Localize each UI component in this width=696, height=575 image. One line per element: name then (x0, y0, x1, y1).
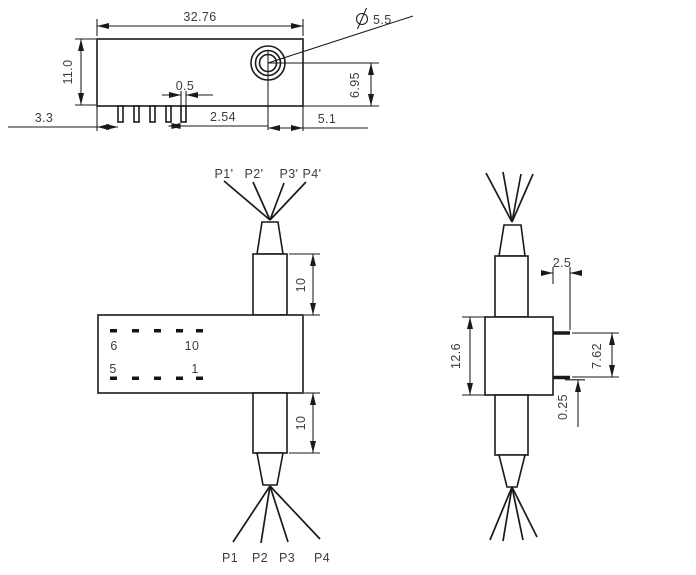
port-label: P3 (279, 551, 295, 565)
dim-pin-length: 2.5 (541, 256, 582, 330)
dim-pin-pitch: 2.54 (168, 110, 268, 129)
side-body-outline (484, 316, 554, 396)
dim-collimator-to-edge: 5.1 (268, 106, 368, 131)
dim-body-length: 32.76 (96, 10, 304, 36)
svg-text:10: 10 (294, 278, 308, 293)
pin (117, 105, 124, 123)
plan-view: P1' P2' P3' P4' 6 10 5 1 (97, 167, 330, 565)
dim-pin-width: 0.5 (162, 79, 213, 106)
svg-text:2.5: 2.5 (553, 256, 572, 270)
front-view: 5.5 32.76 11.0 3.3 0. (8, 7, 414, 131)
upper-tube-side (494, 255, 529, 318)
svg-text:0.5: 0.5 (176, 79, 195, 93)
pin-number: 6 (110, 339, 117, 353)
port-label: P1' (215, 167, 234, 181)
pin (165, 105, 172, 123)
upper-fiber-fan-side (485, 171, 534, 223)
dim-collimator-diameter: 5.5 (373, 13, 392, 27)
dim-tube-upper: 10 (289, 253, 320, 316)
lower-tube (252, 392, 288, 454)
svg-text:11.0: 11.0 (61, 59, 75, 84)
side-view: 2.5 12.6 7.62 0.25 (449, 171, 619, 542)
svg-text:7.62: 7.62 (590, 343, 604, 369)
dim-pin-edge-offset: 3.3 (8, 106, 118, 131)
pin (133, 105, 140, 123)
port-label: P3' (280, 167, 299, 181)
dim-pin-row-spacing: 7.62 (572, 332, 619, 378)
svg-text:2.54: 2.54 (210, 110, 236, 124)
pin (149, 105, 156, 123)
lower-tube-side (494, 394, 529, 456)
diameter-callout: 5.5 (267, 7, 414, 64)
port-label: P2' (245, 167, 264, 181)
port-label: P4 (314, 551, 330, 565)
dim-tube-lower: 10 (289, 392, 320, 454)
dim-collimator-height: 6.95 (303, 63, 379, 107)
lower-boot (256, 452, 284, 486)
lower-fiber-fan (232, 485, 321, 544)
front-body-outline (96, 38, 304, 107)
pin-number: 1 (191, 362, 198, 376)
plan-body-outline (97, 314, 304, 394)
svg-text:32.76: 32.76 (183, 10, 216, 24)
lower-fiber-fan-side (489, 486, 538, 542)
svg-text:5.1: 5.1 (318, 112, 337, 126)
svg-text:0.25: 0.25 (556, 394, 570, 420)
dim-pin-thickness: 0.25 (556, 379, 585, 427)
pin (180, 105, 187, 123)
port-label: P1 (222, 551, 238, 565)
lower-boot-side (497, 454, 527, 488)
pin-number: 5 (109, 362, 116, 376)
svg-text:3.3: 3.3 (35, 111, 54, 125)
pin-field: 6 10 5 1 (109, 329, 203, 380)
front-pins (117, 105, 187, 123)
svg-text:12.6: 12.6 (449, 343, 463, 369)
svg-text:10: 10 (294, 416, 308, 431)
diameter-symbol-icon (355, 7, 369, 30)
port-label: P4' (303, 167, 322, 181)
svg-text:6.95: 6.95 (348, 72, 362, 98)
dim-body-depth: 12.6 (449, 316, 486, 396)
upper-boot-side (498, 224, 526, 257)
upper-boot (256, 221, 284, 255)
dim-body-height: 11.0 (61, 38, 96, 106)
upper-fiber-fan (223, 180, 307, 221)
leader-line (267, 15, 414, 64)
pin-number: 10 (185, 339, 200, 353)
upper-tube (252, 253, 288, 316)
collimator-circles (250, 45, 379, 130)
port-label: P2 (252, 551, 268, 565)
